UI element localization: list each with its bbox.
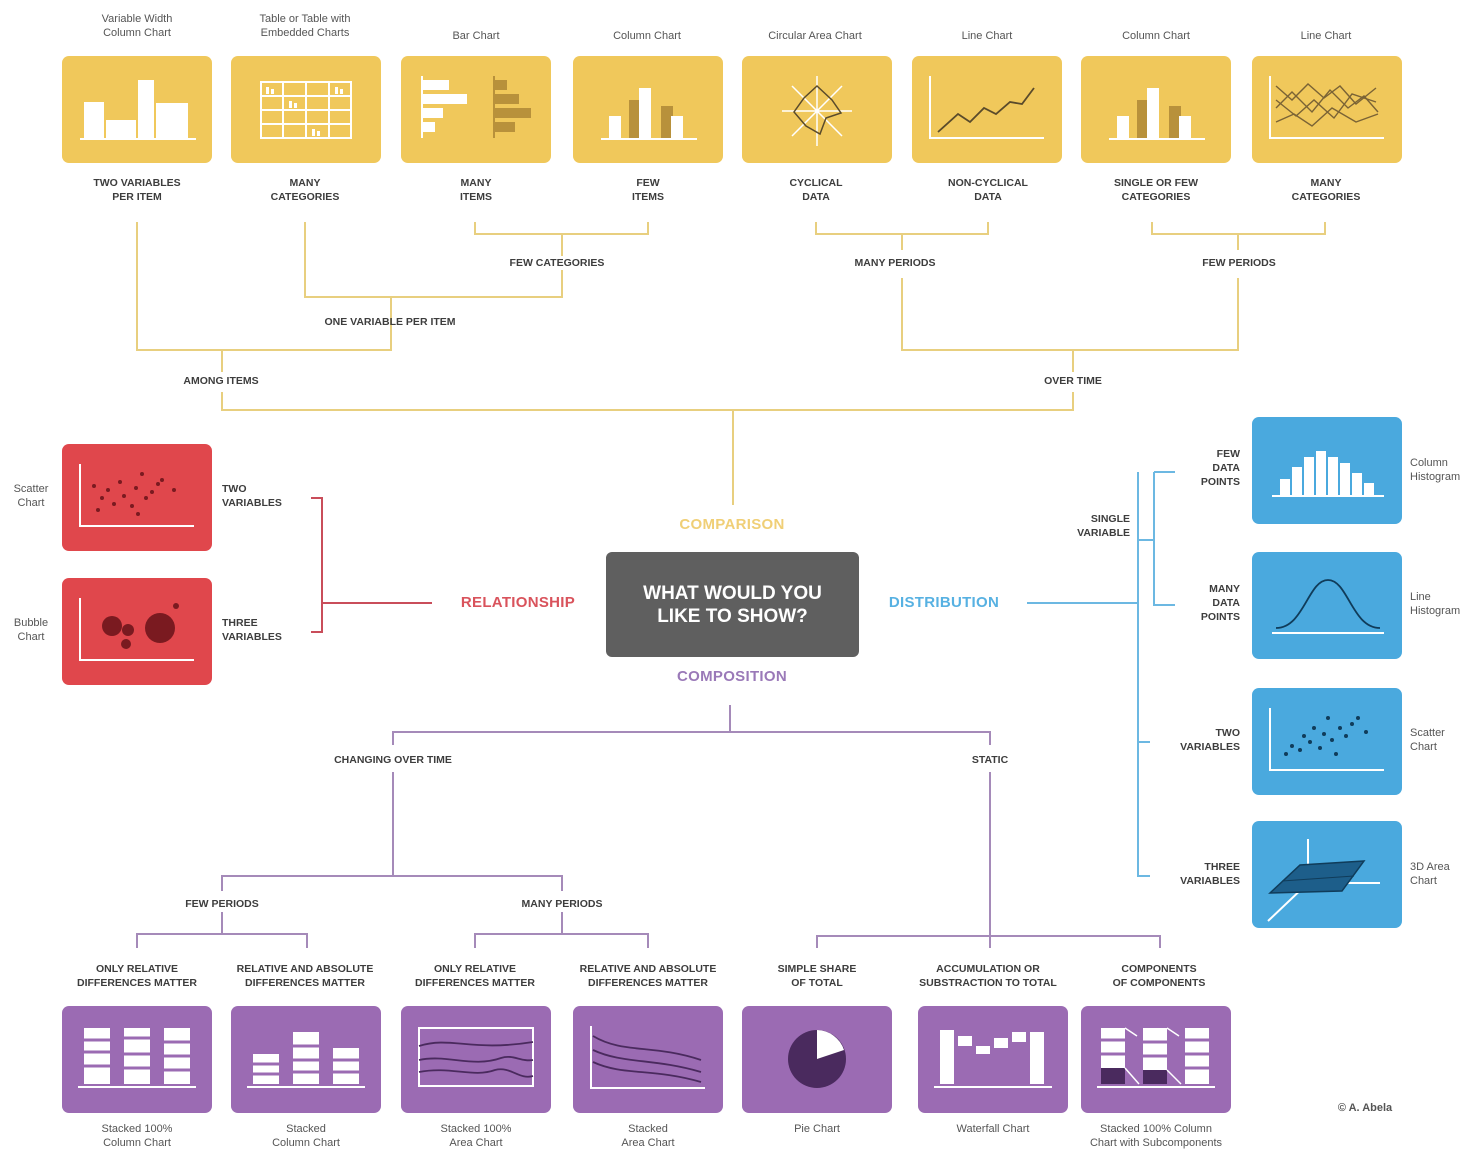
chart-title-line-2: Line Chart bbox=[1300, 30, 1352, 42]
branch-few-categories: FEW CATEGORIES bbox=[482, 256, 632, 270]
column-chart-icon-2 bbox=[1081, 56, 1231, 163]
branch-among-items: AMONG ITEMS bbox=[183, 375, 259, 387]
chart-title-column-2: Column Chart bbox=[1122, 30, 1190, 42]
center-question: WHAT WOULD YOU LIKE TO SHOW? bbox=[606, 552, 859, 657]
composition-label-6: ACCUMULATION OR SUBSTRACTION TO TOTAL bbox=[919, 963, 1057, 989]
scatter-chart-icon bbox=[62, 444, 212, 551]
label-few-items: FEW ITEMS bbox=[631, 177, 665, 203]
column-chart-icon bbox=[573, 56, 723, 163]
branch-many-periods: MANY PERIODS bbox=[820, 256, 970, 270]
chart-title-variable-width-column: Variable Width Column Chart bbox=[101, 13, 173, 39]
pie-chart-icon bbox=[742, 1006, 892, 1113]
variable-width-column-chart-icon bbox=[62, 56, 212, 163]
branch-one-variable-per-item: ONE VARIABLE PER ITEM bbox=[324, 316, 456, 328]
composition-label-5: SIMPLE SHARE OF TOTAL bbox=[777, 963, 857, 989]
label-many-categories-2: MANY CATEGORIES bbox=[1291, 177, 1361, 203]
column-histogram-icon bbox=[1252, 417, 1402, 524]
distribution-scatter-chart-title: Scatter Chart bbox=[1410, 727, 1445, 753]
label-cyclical-data: CYCLICAL DATA bbox=[789, 177, 843, 203]
distribution-3d-area-chart-title: 3D Area Chart bbox=[1410, 861, 1450, 887]
distribution-three-variables: THREE VARIABLES bbox=[1180, 861, 1240, 887]
label-non-cyclical-data: NON-CYCLICAL DATA bbox=[948, 177, 1028, 203]
relationship-three-variables: THREE VARIABLES bbox=[222, 617, 282, 643]
distribution-many-data-points: MANY DATA POINTS bbox=[1200, 583, 1240, 623]
bubble-chart-icon bbox=[62, 578, 212, 685]
chart-title-table-embedded: Table or Table with Embedded Charts bbox=[259, 13, 351, 39]
stacked-area-chart-icon bbox=[573, 1006, 723, 1113]
distribution-two-variables: TWO VARIABLES bbox=[1180, 727, 1240, 753]
chart-title-bar: Bar Chart bbox=[452, 30, 500, 42]
composition-few-periods: FEW PERIODS bbox=[185, 898, 259, 910]
label-two-variables-per-item: TWO VARIABLES PER ITEM bbox=[93, 177, 181, 203]
stacked-column-chart-icon bbox=[231, 1006, 381, 1113]
relationship-scatter-chart-title: Scatter Chart bbox=[13, 483, 49, 509]
composition-title-5: Pie Chart bbox=[794, 1123, 840, 1135]
line-histogram-icon bbox=[1252, 552, 1402, 659]
composition-changing-over-time: CHANGING OVER TIME bbox=[300, 753, 486, 767]
composition-label-4: RELATIVE AND ABSOLUTE DIFFERENCES MATTER bbox=[579, 963, 717, 989]
chart-title-column: Column Chart bbox=[613, 30, 681, 42]
branch-few-periods: FEW PERIODS bbox=[1164, 256, 1314, 270]
composition-title-4: Stacked Area Chart bbox=[621, 1123, 675, 1149]
relationship-two-variables: TWO VARIABLES bbox=[222, 483, 282, 509]
composition-title-3: Stacked 100% Area Chart bbox=[440, 1123, 512, 1149]
distribution-single-variable: SINGLE VARIABLE bbox=[1077, 513, 1130, 539]
category-distribution: DISTRIBUTION bbox=[888, 594, 1000, 611]
label-many-categories: MANY CATEGORIES bbox=[270, 177, 340, 203]
category-comparison: COMPARISON bbox=[679, 516, 785, 533]
label-single-or-few-categories: SINGLE OR FEW CATEGORIES bbox=[1114, 177, 1198, 203]
chart-title-circular-area: Circular Area Chart bbox=[768, 30, 862, 42]
multi-line-chart-icon bbox=[1252, 56, 1402, 163]
composition-static: STATIC bbox=[950, 753, 1030, 767]
stacked-100-column-chart-icon bbox=[62, 1006, 212, 1113]
composition-label-2: RELATIVE AND ABSOLUTE DIFFERENCES MATTER bbox=[236, 963, 374, 989]
scatter-chart-icon-2 bbox=[1252, 688, 1402, 795]
stacked-100-area-chart-icon bbox=[401, 1006, 551, 1113]
composition-label-3: ONLY RELATIVE DIFFERENCES MATTER bbox=[415, 963, 535, 989]
line-chart-icon bbox=[912, 56, 1062, 163]
relationship-bubble-chart-title: Bubble Chart bbox=[13, 617, 49, 643]
category-relationship: RELATIONSHIP bbox=[460, 594, 576, 611]
composition-title-6: Waterfall Chart bbox=[956, 1123, 1030, 1135]
credit: © A. Abela bbox=[1337, 1102, 1393, 1114]
chart-title-line: Line Chart bbox=[961, 30, 1013, 42]
distribution-line-histogram-title: Line Histogram bbox=[1410, 591, 1461, 617]
composition-title-7: Stacked 100% Column Chart with Subcompon… bbox=[1089, 1123, 1223, 1149]
branch-over-time: OVER TIME bbox=[1044, 375, 1102, 387]
distribution-few-data-points: FEW DATA POINTS bbox=[1200, 448, 1240, 488]
table-embedded-charts-icon bbox=[231, 56, 381, 163]
circular-area-chart-icon bbox=[742, 56, 892, 163]
composition-label-1: ONLY RELATIVE DIFFERENCES MATTER bbox=[77, 963, 197, 989]
category-composition: COMPOSITION bbox=[677, 668, 787, 685]
3d-area-chart-icon bbox=[1252, 821, 1402, 928]
distribution-column-histogram-title: Column Histogram bbox=[1410, 457, 1461, 483]
bar-chart-icon bbox=[401, 56, 551, 163]
composition-title-2: Stacked Column Chart bbox=[272, 1123, 340, 1149]
waterfall-chart-icon bbox=[918, 1006, 1068, 1113]
composition-title-1: Stacked 100% Column Chart bbox=[101, 1123, 173, 1149]
label-many-items: MANY ITEMS bbox=[459, 177, 493, 203]
composition-many-periods: MANY PERIODS bbox=[521, 898, 603, 910]
composition-label-7: COMPONENTS OF COMPONENTS bbox=[1112, 963, 1206, 989]
stacked-100-column-subcomponents-icon bbox=[1081, 1006, 1231, 1113]
